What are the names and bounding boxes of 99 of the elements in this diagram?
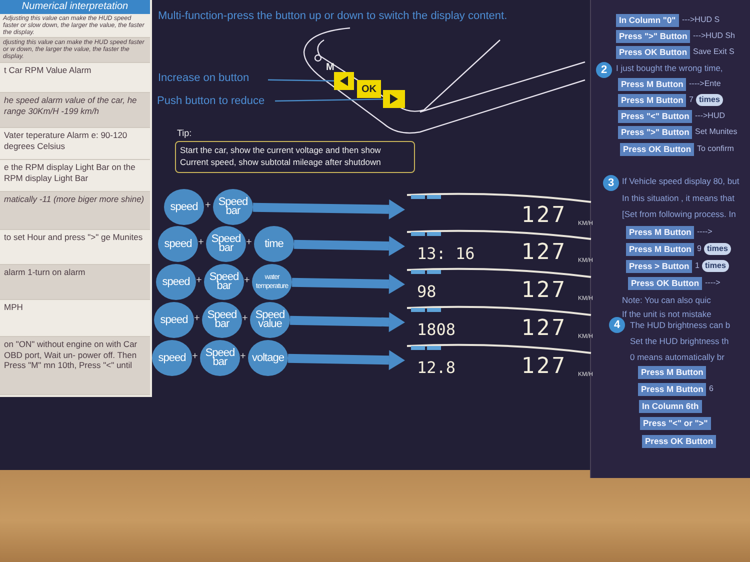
- plus-sign: +: [246, 237, 252, 248]
- feature-circle: speed: [164, 189, 204, 225]
- step-button-label: Press "<" Button: [618, 110, 692, 123]
- ok-key: OK: [357, 80, 381, 98]
- display-value: 98: [417, 282, 436, 301]
- step-button-label: Press M Button: [638, 366, 706, 379]
- plus-sign: +: [242, 313, 248, 324]
- speed-readout: 127: [521, 203, 567, 228]
- table-cell: Vater teperature Alarm e: 90-120 degrees Celsius: [0, 128, 150, 160]
- tip-box: Start the car, show the current voltage and then show Current speed, show subtotal mileage after shutdown: [175, 141, 415, 173]
- feature-circle: voltage: [248, 340, 288, 376]
- key-letter: M: [326, 62, 334, 73]
- speed-readout: 127: [521, 240, 567, 265]
- feature-circle: Speed value: [250, 302, 290, 338]
- feature-circle: time: [254, 226, 294, 262]
- plus-sign: +: [240, 351, 246, 362]
- step-button-label: Press M Button: [618, 78, 686, 91]
- leader-line: [274, 98, 384, 102]
- speed-readout: 127: [521, 278, 567, 303]
- table-cell: e the RPM display Light Bar on the RPM display Light Bar: [0, 160, 150, 192]
- step-note: --->HUD: [695, 111, 725, 120]
- speed-readout: 127: [521, 316, 567, 341]
- step-button-label: In Column "0": [616, 14, 679, 27]
- step-note: Save Exit S: [693, 47, 734, 56]
- instruction-text: 0 means automatically br: [630, 352, 724, 362]
- table-cell: he speed alarm value of the car, he range 30Km/H -199 km/h: [0, 93, 150, 128]
- plus-sign: +: [196, 275, 202, 286]
- step-button-label: Press OK Button: [628, 277, 702, 290]
- display-value: 13: 16: [417, 244, 475, 263]
- speed-readout: 127: [521, 354, 567, 379]
- step-note: 9: [697, 244, 702, 253]
- table-cell: to set Hour and press ">" ge Munites: [0, 230, 150, 265]
- instruction-text: If the unit is not mistake: [622, 309, 712, 319]
- step-note: --->HUD S: [682, 15, 720, 24]
- plus-sign: +: [194, 313, 200, 324]
- arrow: [290, 312, 405, 332]
- plus-sign: +: [244, 275, 250, 286]
- step-button-label: Press M Button: [618, 94, 686, 107]
- step-note: ---->Ente: [689, 79, 721, 88]
- table-cell: t Car RPM Value Alarm: [0, 63, 150, 93]
- step-button-label: Press OK Button: [620, 143, 694, 156]
- step-button-label: Press > Button: [626, 260, 692, 273]
- arrow: [288, 350, 405, 370]
- feature-circle: Speed bar: [206, 226, 246, 262]
- table-header: Numerical interpretation: [0, 0, 150, 14]
- feature-circle: Speed bar: [213, 189, 253, 225]
- right-arrow-key: [383, 90, 405, 108]
- step-note: 7: [689, 95, 694, 104]
- instruction-text: Multi-function-press the button up or down to switch the display content.: [158, 10, 508, 22]
- instruction-text: In this situation , it means that: [622, 193, 734, 203]
- table-cell: on "ON" without engine on with Car OBD port, Wait un- power off. Then Press "M" mn 10th, Press "<" until: [0, 337, 150, 395]
- step-button-label: Press M Button: [626, 226, 694, 239]
- times-badge: times: [704, 243, 731, 255]
- step-button-label: Press M Button: [638, 383, 706, 396]
- plus-sign: +: [192, 351, 198, 362]
- table-cell: MPH: [0, 300, 150, 337]
- times-badge: times: [696, 94, 723, 106]
- feature-circle: speed: [156, 264, 196, 300]
- callout-text: Push button to reduce: [157, 95, 275, 109]
- table-cell: matically -11 (more biger more shine): [0, 192, 150, 230]
- feature-circle: Speed bar: [200, 340, 240, 376]
- table-cell: alarm 1-turn on alarm: [0, 265, 150, 300]
- times-badge: times: [702, 260, 729, 272]
- feature-circle: speed: [154, 302, 194, 338]
- step-button-label: In Column 6th: [639, 400, 702, 413]
- arrow: [252, 199, 405, 220]
- tip-heading: Tip:: [177, 128, 192, 138]
- step-button-label: Press ">" Button: [616, 30, 690, 43]
- plus-sign: +: [205, 200, 211, 211]
- feature-circle: Speed bar: [202, 302, 242, 338]
- leader-line: [268, 79, 334, 82]
- instruction-text: [Set from following process. In: [622, 209, 736, 219]
- step-button-label: Press M Button: [626, 243, 694, 256]
- instruction-text: I just bought the wrong time,: [616, 63, 723, 73]
- instruction-text: The HUD brightness can b: [630, 320, 730, 330]
- step-note: --->HUD Sh: [693, 31, 736, 40]
- step-button-label: Press OK Button: [642, 435, 716, 448]
- feature-circle: Speed bar: [204, 264, 244, 300]
- step-note: ---->: [705, 278, 720, 287]
- step-button-label: Press OK Button: [616, 46, 690, 59]
- step-button-label: Press "<" or ">": [640, 417, 711, 430]
- step-note: 1: [695, 261, 700, 270]
- arrow: [292, 274, 405, 294]
- callout-text: Increase on button: [158, 72, 268, 86]
- instruction-text: Note: You can also quic: [622, 295, 711, 305]
- step-button-label: Press ">" Button: [618, 126, 692, 139]
- step-note: Set Munites: [695, 127, 738, 136]
- instruction-text: If Vehicle speed display 80, but: [622, 176, 740, 186]
- arrow: [294, 236, 405, 256]
- step-note: To confirm: [697, 144, 734, 153]
- feature-circle: speed: [152, 340, 192, 376]
- feature-circle: speed: [158, 226, 198, 262]
- left-arrow-key: [334, 72, 354, 90]
- plus-sign: +: [198, 237, 204, 248]
- display-value: 1808: [417, 320, 456, 339]
- instruction-text: Set the HUD brightness th: [630, 336, 729, 346]
- step-note: ---->: [697, 227, 712, 236]
- step-note: 6: [709, 384, 714, 393]
- display-value: 12.8: [417, 358, 456, 377]
